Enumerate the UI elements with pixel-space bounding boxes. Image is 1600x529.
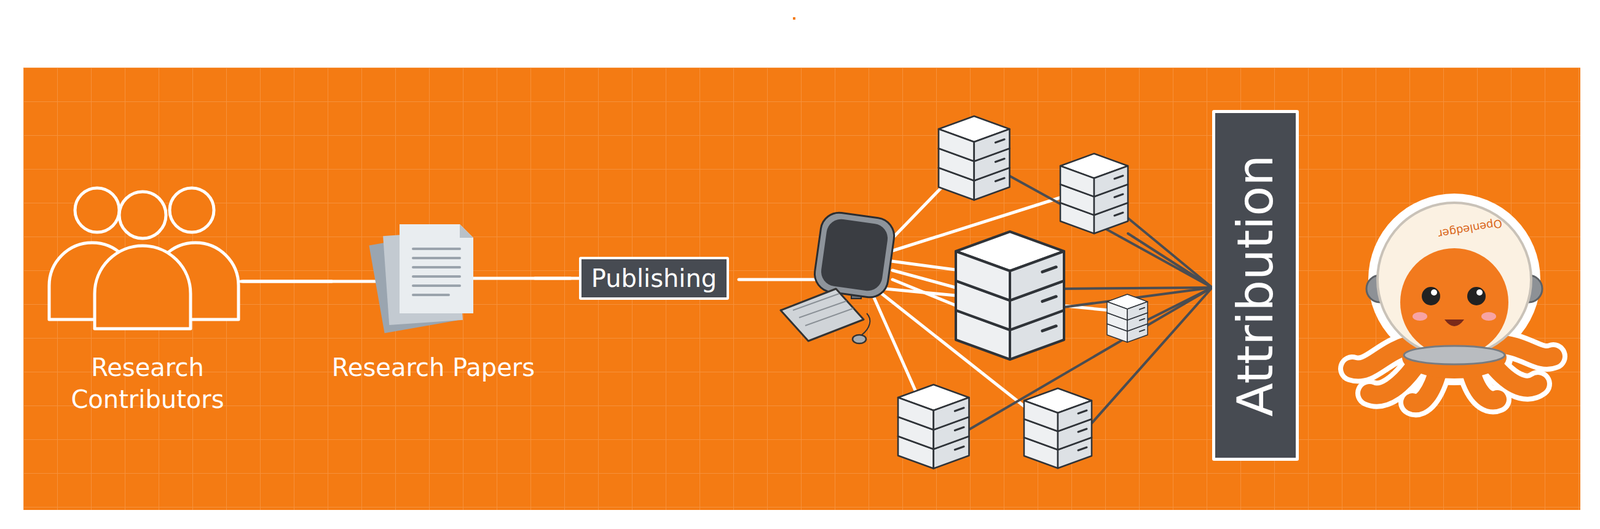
server-stacks bbox=[898, 116, 1148, 469]
people-icon bbox=[49, 188, 239, 329]
helmet-label: Openledger bbox=[1437, 216, 1504, 241]
orange-band bbox=[23, 67, 1581, 511]
connector-line bbox=[534, 277, 580, 281]
node-text: Attribution bbox=[1231, 154, 1281, 417]
node-text: Publishing bbox=[591, 263, 717, 294]
papers-icon bbox=[368, 224, 474, 334]
attribution-box: Attribution bbox=[1212, 110, 1299, 462]
node-text: Research Papers bbox=[331, 351, 535, 384]
node-text: Research Contributors bbox=[52, 351, 243, 416]
publishing-box: Publishing bbox=[579, 256, 730, 300]
contributors-label: Research Contributors bbox=[52, 351, 243, 416]
papers-label: Research Papers bbox=[331, 351, 535, 384]
flow-lines bbox=[240, 278, 823, 282]
computer-icon bbox=[780, 210, 897, 344]
grid bbox=[23, 67, 1581, 511]
connector-line bbox=[242, 280, 332, 284]
dot bbox=[792, 17, 796, 20]
octopus-mascot bbox=[1352, 193, 1554, 404]
